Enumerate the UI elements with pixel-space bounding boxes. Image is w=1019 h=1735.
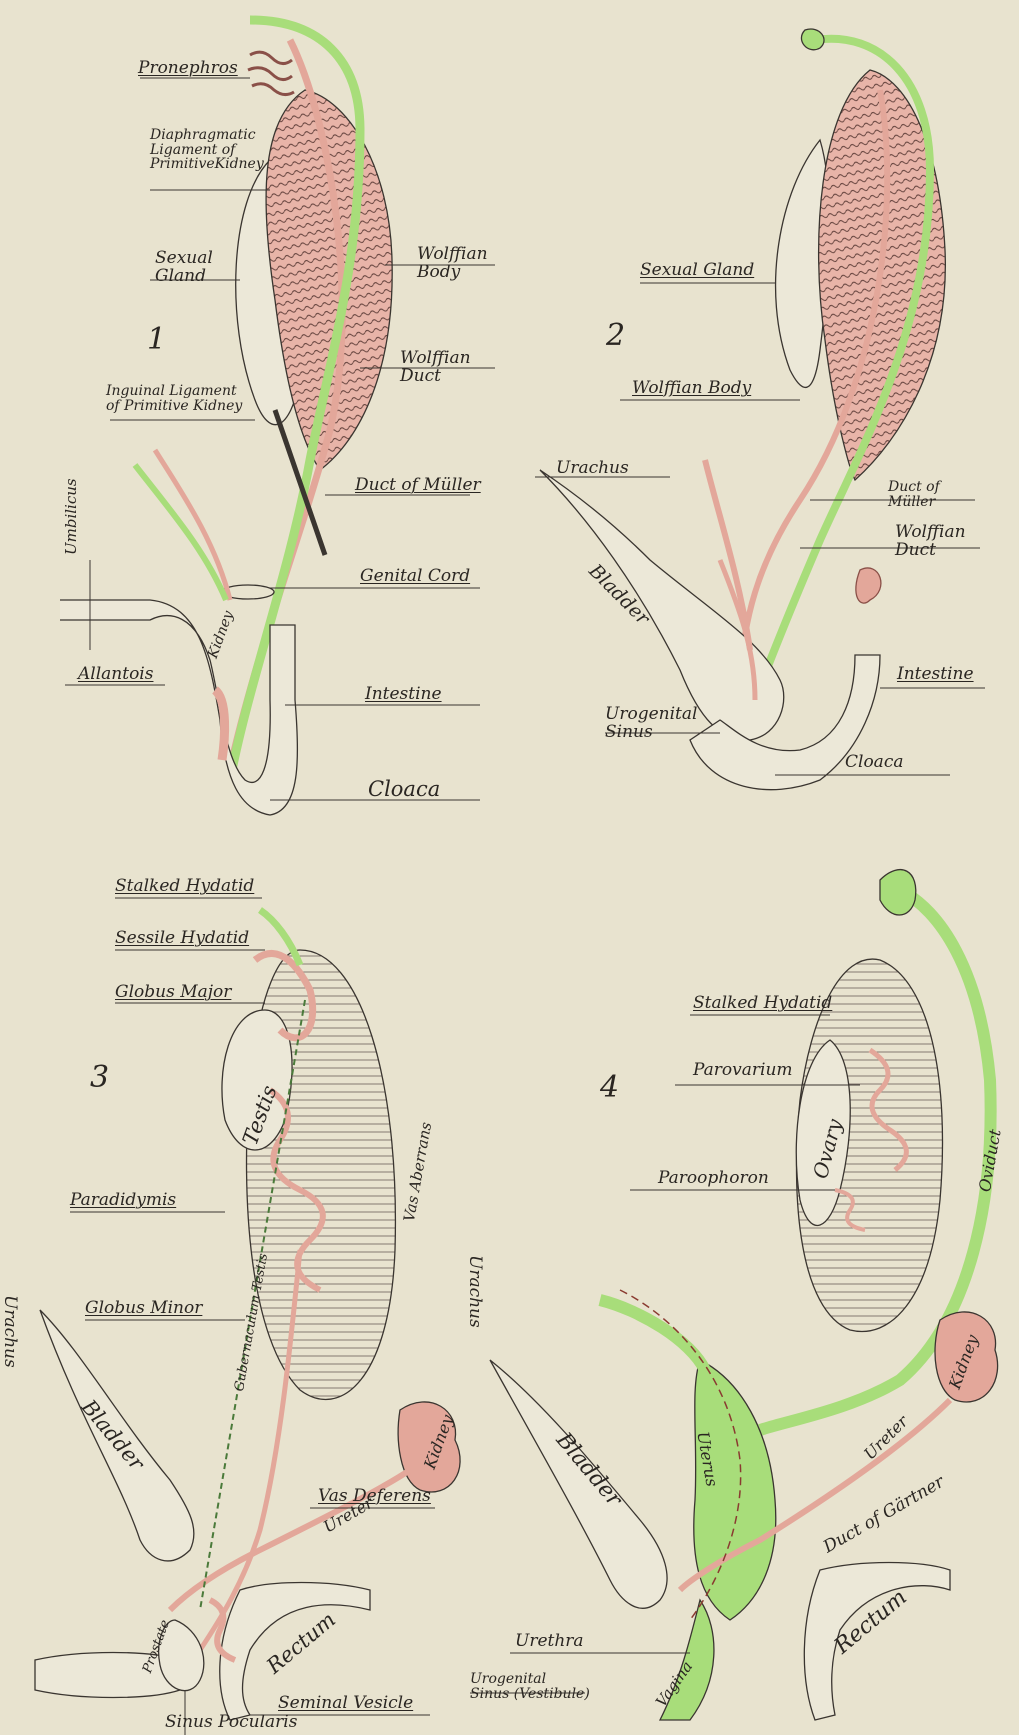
fig2-label-duct-muller: Duct of Müller: [888, 480, 940, 509]
fig2-fimbria: [801, 29, 824, 50]
fig2-bladder: [540, 470, 784, 740]
fig2-ovary-tuft: [856, 568, 881, 603]
fig1-label-wolffian-body: Wolffian Body: [417, 246, 488, 282]
fig1-label-sexual-gland: Sexual Gland: [155, 250, 213, 286]
fig1-label-allantois: Allantois: [78, 666, 153, 684]
fig1-label-intestine: Intestine: [365, 686, 442, 704]
fig4-label-stalked-hydatid: Stalked Hydatid: [693, 995, 832, 1013]
fig1-label-duct-muller: Duct of Müller: [355, 477, 481, 495]
fig4-label-urachus: Urachus: [465, 1255, 485, 1328]
fig4-fimbria: [880, 870, 916, 915]
fig3-label-stalked-hydatid: Stalked Hydatid: [115, 878, 254, 896]
fig4-label-urethra: Urethra: [515, 1633, 584, 1651]
fig2-label-sexual-gland: Sexual Gland: [640, 262, 754, 280]
figure-number-1: 1: [147, 322, 166, 357]
fig1-label-wolffian-duct: Wolffian Duct: [400, 350, 471, 386]
fig4-uterus: [694, 1360, 776, 1620]
fig3-label-sessile-hydatid: Sessile Hydatid: [115, 930, 249, 948]
fig3-label-urachus: Urachus: [0, 1295, 20, 1368]
fig4-label-urogenital-sinus: Urogenital Sinus (Vestibule): [470, 1672, 590, 1701]
fig1-label-umbilicus: Umbilicus: [62, 478, 80, 555]
fig4-left-tube: [600, 1300, 705, 1370]
figure-2-drawing: [540, 29, 945, 790]
figure-number-2: 2: [606, 318, 625, 353]
fig4-rectum: [804, 1563, 950, 1721]
fig2-label-urogenital-sinus: Urogenital Sinus: [605, 706, 697, 742]
fig1-pronephros: [248, 52, 294, 94]
fig1-label-cloaca: Cloaca: [368, 778, 440, 800]
fig2-label-wolffian-duct: Wolffian Duct: [895, 524, 966, 560]
fig3-label-paradidymis: Paradidymis: [70, 1192, 176, 1210]
fig4-label-parovarium: Parovarium: [693, 1062, 793, 1080]
fig2-label-cloaca: Cloaca: [845, 754, 903, 772]
fig3-label-vas-deferens: Vas Deferens: [318, 1488, 431, 1506]
fig2-label-wolffian-body: Wolffian Body: [632, 380, 751, 398]
fig1-label-diaphragmatic: Diaphragmatic Ligament of PrimitiveKidne…: [150, 128, 264, 172]
fig1-allantois-cloaca: [60, 600, 297, 815]
fig3-label-seminal-vesicle: Seminal Vesicle: [278, 1695, 413, 1713]
figure-number-4: 4: [600, 1070, 619, 1105]
fig2-label-intestine: Intestine: [897, 666, 974, 684]
fig1-label-inguinal: Inguinal Ligament of Primitive Kidney: [106, 384, 242, 413]
fig3-label-globus-minor: Globus Minor: [85, 1300, 202, 1318]
fig4-label-paroophoron: Paroophoron: [658, 1170, 769, 1188]
fig1-label-genital-cord: Genital Cord: [360, 568, 470, 586]
figure-number-3: 3: [90, 1060, 109, 1095]
fig4-bladder: [490, 1360, 667, 1608]
fig3-label-sinus-pocularis: Sinus Pocularis: [165, 1714, 297, 1732]
fig2-label-urachus: Urachus: [556, 460, 629, 478]
fig1-label-pronephros: Pronephros: [138, 60, 238, 78]
fig3-label-globus-major: Globus Major: [115, 984, 231, 1002]
